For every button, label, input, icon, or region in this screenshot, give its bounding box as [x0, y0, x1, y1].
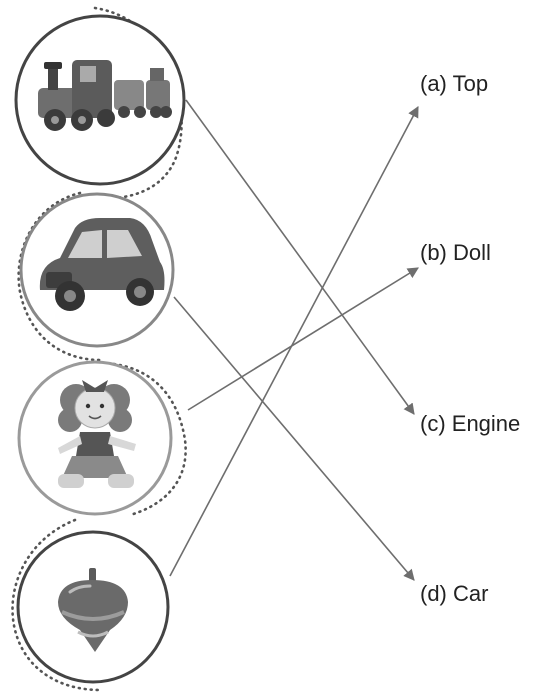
spinning-top-icon	[58, 568, 128, 652]
match-line-doll	[187, 267, 419, 411]
option-car: (d) Car	[420, 581, 489, 606]
toy-car-icon	[39, 218, 165, 311]
rag-doll-icon	[58, 380, 136, 488]
option-doll: (b) Doll	[420, 240, 491, 265]
dotted-arc-4	[11, 518, 102, 692]
toy-train-engine-icon	[38, 60, 172, 131]
match-line-top	[169, 106, 419, 577]
match-line-car	[173, 296, 415, 581]
dotted-arc-3	[88, 361, 187, 517]
dotted-arc-2	[17, 191, 102, 362]
option-top: (a) Top	[420, 71, 489, 96]
option-engine: (c) Engine	[420, 411, 521, 436]
match-line-engine	[185, 99, 415, 415]
